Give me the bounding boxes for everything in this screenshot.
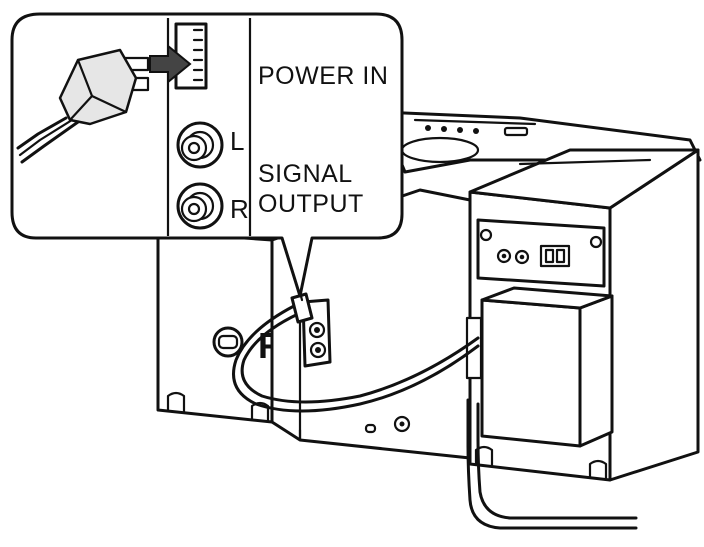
left-channel-label: L [230, 126, 244, 156]
power-plug [16, 48, 150, 164]
screw-icon [393, 415, 411, 433]
power-unit [465, 148, 700, 530]
rca-jack-right [176, 182, 224, 230]
right-channel-label: R [230, 194, 249, 224]
signal-output-label-line1: SIGNAL [258, 160, 353, 188]
connection-cable [232, 290, 480, 413]
transformer-block [465, 286, 614, 448]
speaker-left-unit: R [156, 230, 284, 424]
power-unit-socket-icon [539, 244, 571, 268]
signal-output-label-line2: OUTPUT [258, 190, 364, 218]
speaker-port-icon [212, 326, 244, 358]
rca-jack-left [176, 121, 224, 169]
power-in-label: POWER IN [258, 62, 388, 90]
power-unit-rear-panel [476, 218, 606, 288]
ac-power-cord [466, 398, 638, 530]
insert-arrow-icon [149, 43, 192, 85]
power-unit-jack-icon [496, 248, 530, 265]
